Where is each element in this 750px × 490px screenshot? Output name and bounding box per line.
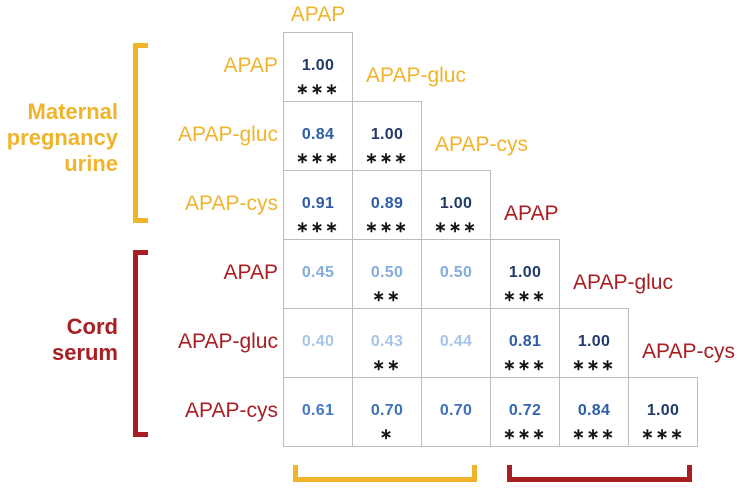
matrix-cell: 1.00 ∗∗∗ <box>283 32 353 102</box>
matrix-cell: 0.44 <box>421 308 491 378</box>
correlation-value: 0.50 <box>439 264 473 281</box>
matrix-cell: 1.00 ∗∗∗ <box>490 239 560 309</box>
correlation-value: 1.00 <box>370 126 404 143</box>
matrix-cell: 1.00 ∗∗∗ <box>559 308 629 378</box>
row-label: APAP <box>223 261 278 284</box>
matrix-cell: 0.45 <box>283 239 353 309</box>
cord-left-bracket <box>133 250 148 437</box>
correlation-value: 1.00 <box>301 57 335 74</box>
correlation-value: 0.72 <box>508 402 542 419</box>
significance-stars: ∗∗∗ <box>296 219 340 236</box>
matrix-cell: 0.70 <box>421 377 491 447</box>
correlation-value: 0.81 <box>508 333 542 350</box>
row-label: APAP-gluc <box>178 123 278 146</box>
maternal-left-bracket <box>133 43 148 223</box>
significance-stars: ∗∗∗ <box>365 219 409 236</box>
correlation-value: 0.91 <box>301 195 335 212</box>
row-label: APAP <box>223 54 278 77</box>
row-label: APAP-cys <box>185 192 278 215</box>
matrix-cell: 0.50 <box>421 239 491 309</box>
cord-group-label: Cord serum <box>51 314 118 365</box>
column-label: APAP-cys <box>642 340 735 363</box>
matrix-cell: 0.61 <box>283 377 353 447</box>
correlation-value: 0.44 <box>439 333 473 350</box>
correlation-value: 0.61 <box>301 402 335 419</box>
significance-stars: ∗∗∗ <box>434 219 478 236</box>
correlation-value: 0.70 <box>439 402 473 419</box>
significance-stars: ∗∗∗ <box>296 81 340 98</box>
cord-bottom-bracket <box>507 465 692 482</box>
significance-stars: ∗∗∗ <box>503 426 547 443</box>
column-label: APAP <box>290 3 346 26</box>
column-label: APAP-gluc <box>573 271 673 294</box>
matrix-cell: 0.84 ∗∗∗ <box>283 101 353 171</box>
significance-stars: ∗∗∗ <box>365 150 409 167</box>
matrix-cell: 0.91 ∗∗∗ <box>283 170 353 240</box>
row-label: APAP-cys <box>185 399 278 422</box>
row-label: APAP-gluc <box>178 330 278 353</box>
matrix-cell: 0.84 ∗∗∗ <box>559 377 629 447</box>
correlation-value: 0.70 <box>370 402 404 419</box>
maternal-bottom-bracket <box>293 465 477 482</box>
matrix-cell: 1.00 ∗∗∗ <box>628 377 698 447</box>
column-label: APAP <box>504 202 559 225</box>
matrix-cell: 0.72 ∗∗∗ <box>490 377 560 447</box>
correlation-value: 0.84 <box>301 126 335 143</box>
significance-stars: ∗∗∗ <box>503 357 547 374</box>
correlation-value: 0.50 <box>370 264 404 281</box>
column-label: APAP-cys <box>435 133 528 156</box>
correlation-value: 1.00 <box>439 195 473 212</box>
correlation-value: 1.00 <box>508 264 542 281</box>
significance-stars: ∗∗∗ <box>641 426 685 443</box>
matrix-cell: 0.81 ∗∗∗ <box>490 308 560 378</box>
matrix-cell: 0.43 ∗∗ <box>352 308 422 378</box>
matrix-cell: 1.00 ∗∗∗ <box>421 170 491 240</box>
correlation-value: 0.40 <box>301 333 335 350</box>
matrix-cell: 0.70 ∗ <box>352 377 422 447</box>
correlation-value: 1.00 <box>577 333 611 350</box>
significance-stars: ∗∗∗ <box>572 426 616 443</box>
significance-stars: ∗∗∗ <box>296 150 340 167</box>
matrix-cell: 0.40 <box>283 308 353 378</box>
significance-stars: ∗ <box>379 426 395 443</box>
significance-stars: ∗∗ <box>372 357 402 374</box>
matrix-cell: 0.50 ∗∗ <box>352 239 422 309</box>
maternal-group-label: Maternal pregnancy urine <box>6 99 118 176</box>
correlation-value: 0.89 <box>370 195 404 212</box>
correlation-value: 0.43 <box>370 333 404 350</box>
significance-stars: ∗∗∗ <box>572 357 616 374</box>
correlation-value: 0.84 <box>577 402 611 419</box>
significance-stars: ∗∗∗ <box>503 288 547 305</box>
column-label: APAP-gluc <box>366 64 466 87</box>
matrix-cell: 0.89 ∗∗∗ <box>352 170 422 240</box>
correlation-value: 0.45 <box>301 264 335 281</box>
correlation-value: 1.00 <box>646 402 680 419</box>
matrix-cell: 1.00 ∗∗∗ <box>352 101 422 171</box>
significance-stars: ∗∗ <box>372 288 402 305</box>
